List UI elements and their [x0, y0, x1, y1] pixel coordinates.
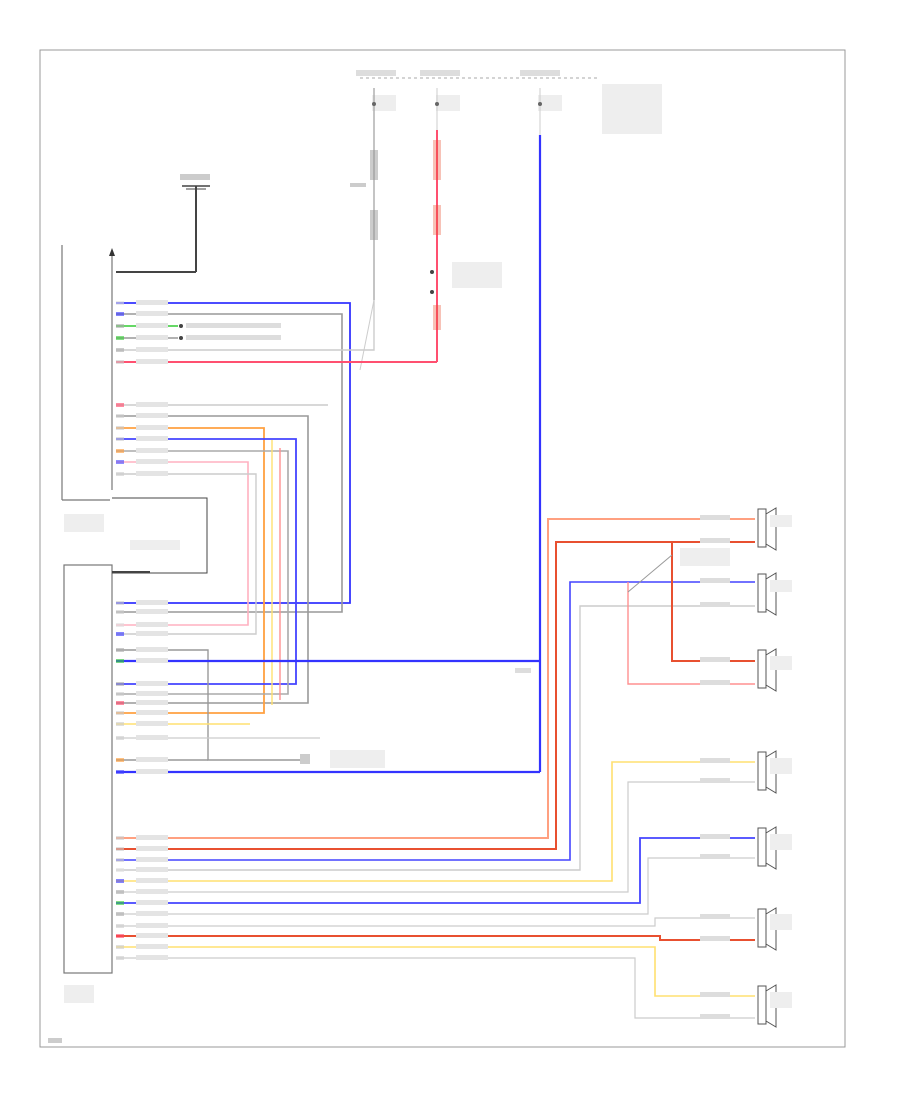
pin-number-label [116, 879, 124, 883]
pin-number-label [116, 736, 124, 740]
pin-markers [116, 300, 168, 960]
wire-color-label [136, 609, 168, 614]
left-front-tweeter-icon [757, 572, 777, 616]
wire-color-label [136, 835, 168, 840]
wire-color-label [136, 857, 168, 862]
pin-number-label [116, 324, 124, 328]
pin-number-label [116, 934, 124, 938]
pin-number-label [116, 692, 124, 696]
pin-number-label [116, 722, 124, 726]
wire-color-label [136, 923, 168, 928]
pin-number-label [116, 956, 124, 960]
wire-color-label [136, 459, 168, 464]
wire-color-label [136, 944, 168, 949]
wire-color-label [136, 359, 168, 364]
wire-color-label [136, 471, 168, 476]
wire-color-label [136, 691, 168, 696]
wire-color-label [136, 448, 168, 453]
pin-number-label [116, 336, 124, 340]
wire-color-label [136, 311, 168, 316]
wire-color-label [136, 933, 168, 938]
pin-number-label [116, 472, 124, 476]
wire-color-label [136, 867, 168, 872]
pin-number-label [116, 414, 124, 418]
wire-color-label [136, 889, 168, 894]
wire-color-label [136, 335, 168, 340]
wire-color-label [136, 700, 168, 705]
pin-number-label [116, 924, 124, 928]
pin-number-label [116, 610, 124, 614]
wire-color-label [136, 631, 168, 636]
pin-number-label [116, 623, 124, 627]
wire-color-label [136, 735, 168, 740]
pin-number-label [116, 460, 124, 464]
pin-number-label [116, 770, 124, 774]
left-module [61, 245, 115, 532]
pin-number-label [116, 758, 124, 762]
diagram-frame [39, 49, 846, 1048]
pin-number-label [116, 632, 124, 636]
wire-color-label [136, 300, 168, 305]
wire-color-label [136, 600, 168, 605]
wire-color-label [136, 757, 168, 762]
pin-number-label [116, 912, 124, 916]
wire-color-label [136, 769, 168, 774]
wire-color-label [136, 878, 168, 883]
wire-color-label [136, 425, 168, 430]
pin-number-label [116, 847, 124, 851]
wire-color-label [136, 647, 168, 652]
pin-number-label [116, 711, 124, 715]
pin-number-label [116, 901, 124, 905]
wire-color-label [136, 721, 168, 726]
wire-label-chips [700, 515, 792, 1019]
pin-number-label [116, 701, 124, 705]
pin-number-label [116, 648, 124, 652]
pin-number-label [116, 449, 124, 453]
pin-number-label [116, 858, 124, 862]
pin-number-label [116, 836, 124, 840]
wire-color-label [136, 710, 168, 715]
wire-color-label [136, 955, 168, 960]
amplifier [63, 497, 208, 1003]
wire-color-label [136, 658, 168, 663]
wire-color-label [136, 323, 168, 328]
pin-number-label [116, 403, 124, 407]
right-front-tweeter-icon [757, 507, 777, 551]
fuse-block [356, 70, 662, 134]
upper-connector-wires [116, 300, 437, 613]
pin-number-label [116, 301, 124, 305]
ground-symbol [116, 174, 210, 273]
pin-number-label [116, 348, 124, 352]
wire-color-label [136, 413, 168, 418]
wire-color-label [136, 622, 168, 627]
pin-number-label [116, 360, 124, 364]
pin-number-label [116, 312, 124, 316]
wire-color-label [136, 347, 168, 352]
wire-color-label [136, 911, 168, 916]
wire-color-label [136, 900, 168, 905]
pin-number-label [116, 890, 124, 894]
power-wires [350, 88, 542, 772]
wire-color-label [136, 402, 168, 407]
speaker-output-wires [116, 518, 755, 1019]
wire-color-label [136, 846, 168, 851]
amplifier-input-wires [116, 649, 540, 774]
pin-number-label [116, 426, 124, 430]
pin-number-label [116, 682, 124, 686]
pin-number-label [116, 659, 124, 663]
pin-number-label [116, 868, 124, 872]
wire-color-label [136, 681, 168, 686]
pin-number-label [116, 437, 124, 441]
pin-number-label [116, 601, 124, 605]
wire-color-label [136, 436, 168, 441]
pin-number-label [116, 945, 124, 949]
